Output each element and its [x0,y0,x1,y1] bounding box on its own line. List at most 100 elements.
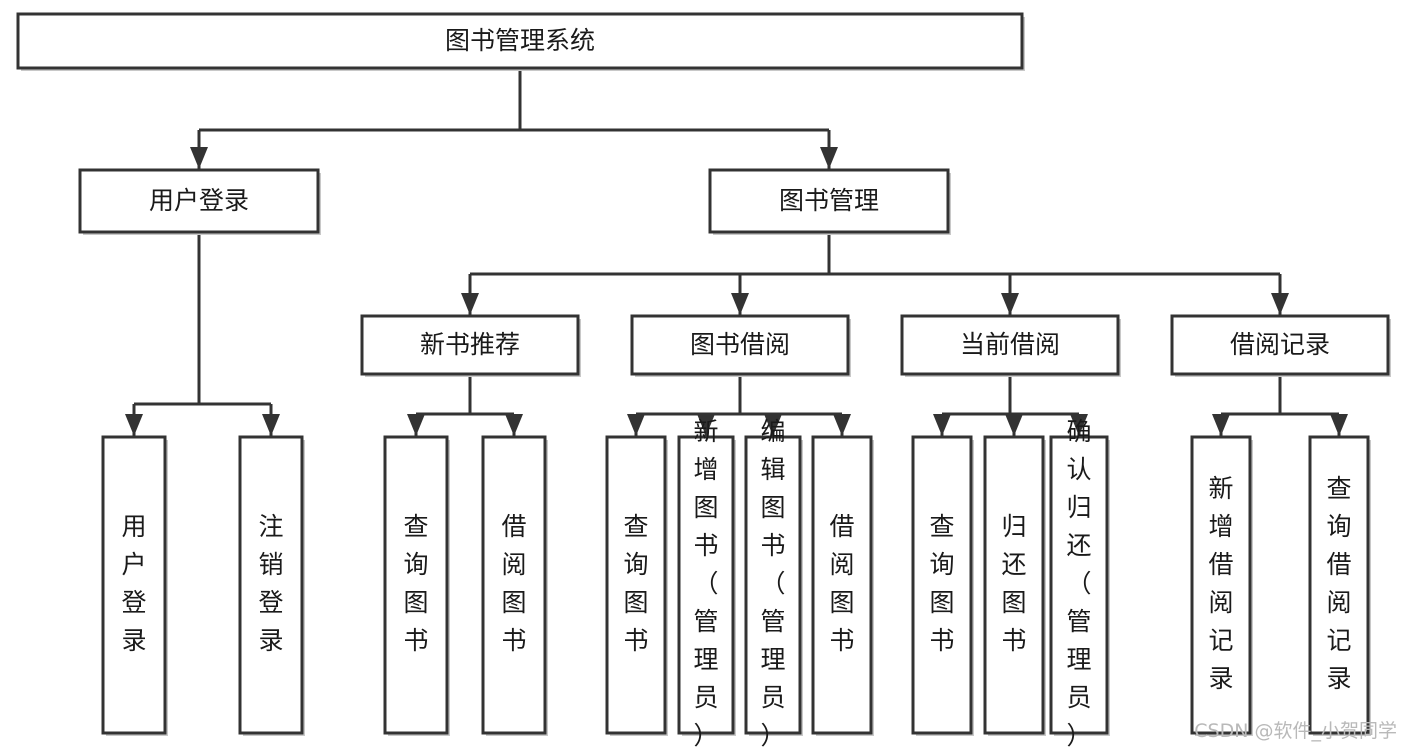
arrow-head-icon-leaf_cb_query [933,414,951,436]
node-leaf-bb-query[interactable]: 查询图书 [605,435,668,736]
node-label-char: 认 [1066,455,1091,484]
node-leaf-cb-query[interactable]: 查询图书 [911,435,974,736]
node-label-char: 阅 [1208,588,1233,617]
node-box [360,314,580,376]
node-l2-book-manage[interactable]: 图书管理 [708,168,951,235]
node-l3-current-borrow[interactable]: 当前借阅 [900,314,1121,377]
node-layer: 图书管理系统用户登录图书管理新书推荐图书借阅当前借阅借阅记录用户登录注销登录查询… [16,12,1391,747]
arrow-head-icon-leaf_br_add [1212,414,1230,436]
node-leaf-cb-return[interactable]: 归还图书 [983,435,1046,736]
node-leaf-cb-confirm[interactable]: 确认归还（管理员） [1049,417,1110,747]
node-label: 用户登录 [121,512,146,655]
arrow-head-icon-leaf_bb_borrow [833,414,851,436]
node-label-char: 图 [929,588,954,617]
node-label-char: （ [1066,569,1091,598]
node-box [1308,435,1370,735]
node-leaf-br-query[interactable]: 查询借阅记录 [1308,435,1371,736]
node-label: 确认归还（管理员） [1066,417,1091,747]
node-label: 用户登录 [149,186,249,215]
node-label: 查询图书 [403,512,428,655]
node-label-char: 管 [1066,607,1091,636]
node-label: 查询图书 [623,512,648,655]
node-label: 借阅记录 [1230,330,1330,359]
node-label-char: 阅 [1326,588,1351,617]
arrow-head-icon-l3_current_borrow [1001,293,1019,315]
arrow-head-icon-l2_user_login [190,147,208,169]
node-box [1190,435,1252,735]
node-label-char: 书 [623,626,648,655]
node-box [238,435,304,735]
node-l3-new-book-rec[interactable]: 新书推荐 [360,314,581,377]
node-leaf-rec-borrow[interactable]: 借阅图书 [481,435,548,736]
node-label: 当前借阅 [960,330,1060,359]
node-label-char: 录 [258,626,283,655]
node-leaf-bb-borrow[interactable]: 借阅图书 [811,435,874,736]
node-label-char: 管 [693,607,718,636]
node-label: 查询图书 [929,512,954,655]
arrow-head-icon-leaf_cb_return [1005,414,1023,436]
node-label-char: 查 [929,512,954,541]
node-label-char: 图 [760,493,785,522]
node-label-char: 编 [760,417,785,446]
node-label-char: 记 [1208,626,1233,655]
node-label-char: ） [760,721,785,747]
node-label-char: 书 [501,626,526,655]
node-label-char: 增 [693,455,718,484]
node-label-char: 录 [121,626,146,655]
node-label-char: 理 [1066,645,1091,674]
node-label-char: 录 [1208,664,1233,693]
node-label: 新书推荐 [420,330,520,359]
node-label: 查询借阅记录 [1326,474,1351,693]
node-label-char: 户 [121,550,146,579]
node-label-char: 书 [929,626,954,655]
arrow-head-icon-l2_book_manage [820,147,838,169]
node-root[interactable]: 图书管理系统 [16,12,1025,71]
node-box [744,435,802,735]
node-label: 归还图书 [1001,512,1026,655]
node-label-char: （ [693,569,718,598]
node-leaf-bb-add[interactable]: 新增图书（管理员） [677,417,736,747]
node-leaf-rec-query[interactable]: 查询图书 [383,435,450,736]
arrow-head-icon-leaf_bb_add [697,414,715,436]
node-leaf-logout[interactable]: 注销登录 [238,435,305,736]
node-label: 图书借阅 [690,330,790,359]
node-label: 注销登录 [258,512,283,655]
node-label-char: ） [693,721,718,747]
node-box [78,168,320,234]
node-label: 新增图书（管理员） [693,417,718,747]
node-box [605,435,667,735]
node-label-char: （ [760,569,785,598]
node-label-char: 书 [693,531,718,560]
node-box [1049,435,1109,735]
arrow-head-icon-leaf_br_query [1330,414,1348,436]
arrow-head-icon-leaf_rec_query [407,414,425,436]
node-label-char: 书 [1001,626,1026,655]
node-leaf-br-add[interactable]: 新增借阅记录 [1190,435,1253,736]
node-leaf-bb-edit[interactable]: 编辑图书（管理员） [744,417,803,747]
node-label-char: 注 [258,512,283,541]
node-label-char: 阅 [829,550,854,579]
node-l3-book-borrow[interactable]: 图书借阅 [630,314,851,377]
node-label-char: 归 [1001,512,1026,541]
node-label-char: 销 [258,550,283,579]
node-label-char: 理 [760,645,785,674]
node-box [16,12,1024,70]
node-label-char: 询 [403,550,428,579]
node-label: 图书管理 [779,186,879,215]
node-label-char: 询 [929,550,954,579]
node-box [983,435,1045,735]
node-box [911,435,973,735]
node-label-char: 记 [1326,626,1351,655]
node-label: 编辑图书（管理员） [760,417,785,747]
node-leaf-user-login[interactable]: 用户登录 [101,435,168,736]
node-box [101,435,167,735]
node-label: 借阅图书 [829,512,854,655]
node-l2-user-login[interactable]: 用户登录 [78,168,321,235]
node-label-char: 员 [693,683,718,712]
node-label-char: ） [1066,721,1091,747]
node-box [1170,314,1390,376]
node-l3-borrow-record[interactable]: 借阅记录 [1170,314,1391,377]
node-label-char: 录 [1326,664,1351,693]
arrow-head-icon-l3_borrow_record [1271,293,1289,315]
